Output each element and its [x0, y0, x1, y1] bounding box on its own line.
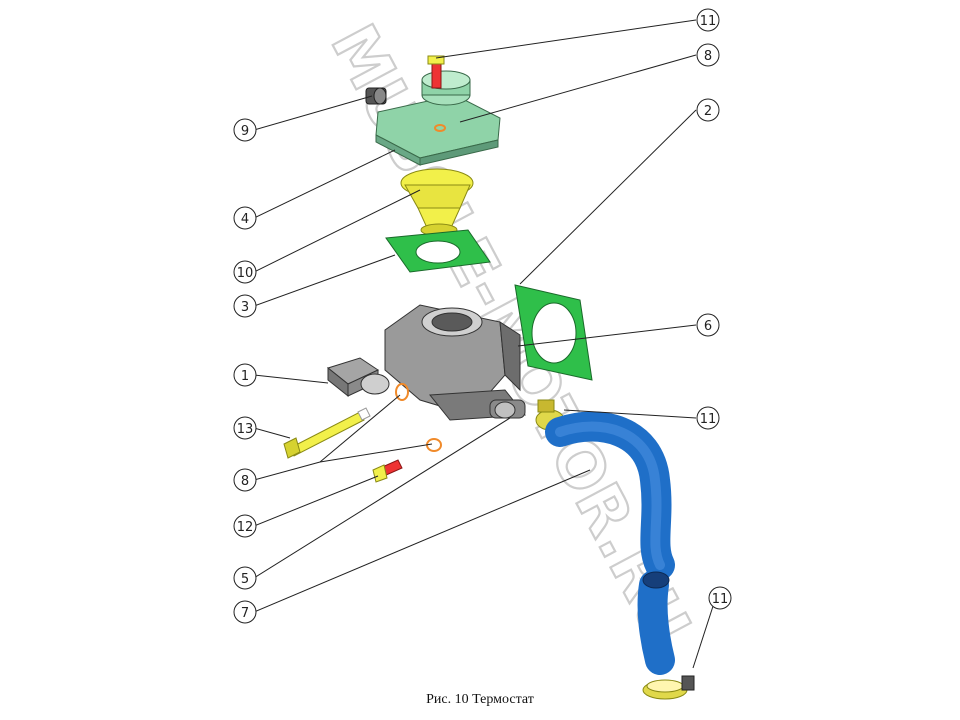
washer-8a — [395, 383, 409, 401]
svg-text:5: 5 — [241, 572, 249, 587]
callout-11-mid: 11 — [696, 406, 720, 430]
svg-text:12: 12 — [237, 520, 254, 535]
callout-8-top: 8 — [696, 43, 720, 67]
svg-text:9: 9 — [241, 124, 249, 139]
callout-11-top: 11 — [696, 8, 720, 32]
gasket-6 — [514, 284, 593, 381]
bolt-top — [427, 55, 445, 89]
svg-text:10: 10 — [237, 266, 254, 281]
callout-11-bottom: 11 — [708, 586, 732, 610]
svg-text:8: 8 — [241, 474, 249, 489]
clamp-bottom — [642, 675, 695, 700]
thermostat-body — [384, 304, 526, 421]
hose-7 — [545, 411, 675, 675]
svg-text:13: 13 — [237, 422, 254, 437]
washer-8b — [426, 438, 442, 452]
svg-text:11: 11 — [700, 412, 717, 427]
figure-caption: Рис. 10 Термостат — [426, 692, 534, 707]
svg-text:6: 6 — [704, 319, 712, 334]
sensor-1 — [326, 357, 390, 398]
bolt-13 — [283, 407, 371, 459]
bolt-12 — [372, 459, 403, 483]
fitting-9 — [365, 87, 387, 105]
callouts: 11 8 2 9 4 10 3 6 1 11 13 8 12 5 7 11 — [233, 8, 732, 624]
callout-2: 2 — [696, 98, 720, 122]
callout-7: 7 — [233, 600, 257, 624]
svg-text:8: 8 — [704, 49, 712, 64]
svg-text:2: 2 — [704, 104, 712, 119]
callout-3: 3 — [233, 294, 257, 318]
callout-1: 1 — [233, 363, 257, 387]
callout-12: 12 — [233, 514, 257, 538]
svg-text:4: 4 — [241, 212, 249, 227]
svg-text:11: 11 — [712, 592, 729, 607]
svg-text:7: 7 — [241, 606, 249, 621]
callout-13: 13 — [233, 416, 257, 440]
callout-10: 10 — [233, 260, 257, 284]
thermostat-cover — [375, 70, 501, 166]
callout-8-bottom: 8 — [233, 468, 257, 492]
callout-4: 4 — [233, 206, 257, 230]
callout-6: 6 — [696, 313, 720, 337]
svg-text:3: 3 — [241, 300, 249, 315]
callout-9: 9 — [233, 118, 257, 142]
svg-text:11: 11 — [700, 14, 717, 29]
svg-text:1: 1 — [241, 369, 249, 384]
callout-5: 5 — [233, 566, 257, 590]
leader-lines — [253, 19, 716, 669]
gasket-3 — [385, 229, 491, 273]
